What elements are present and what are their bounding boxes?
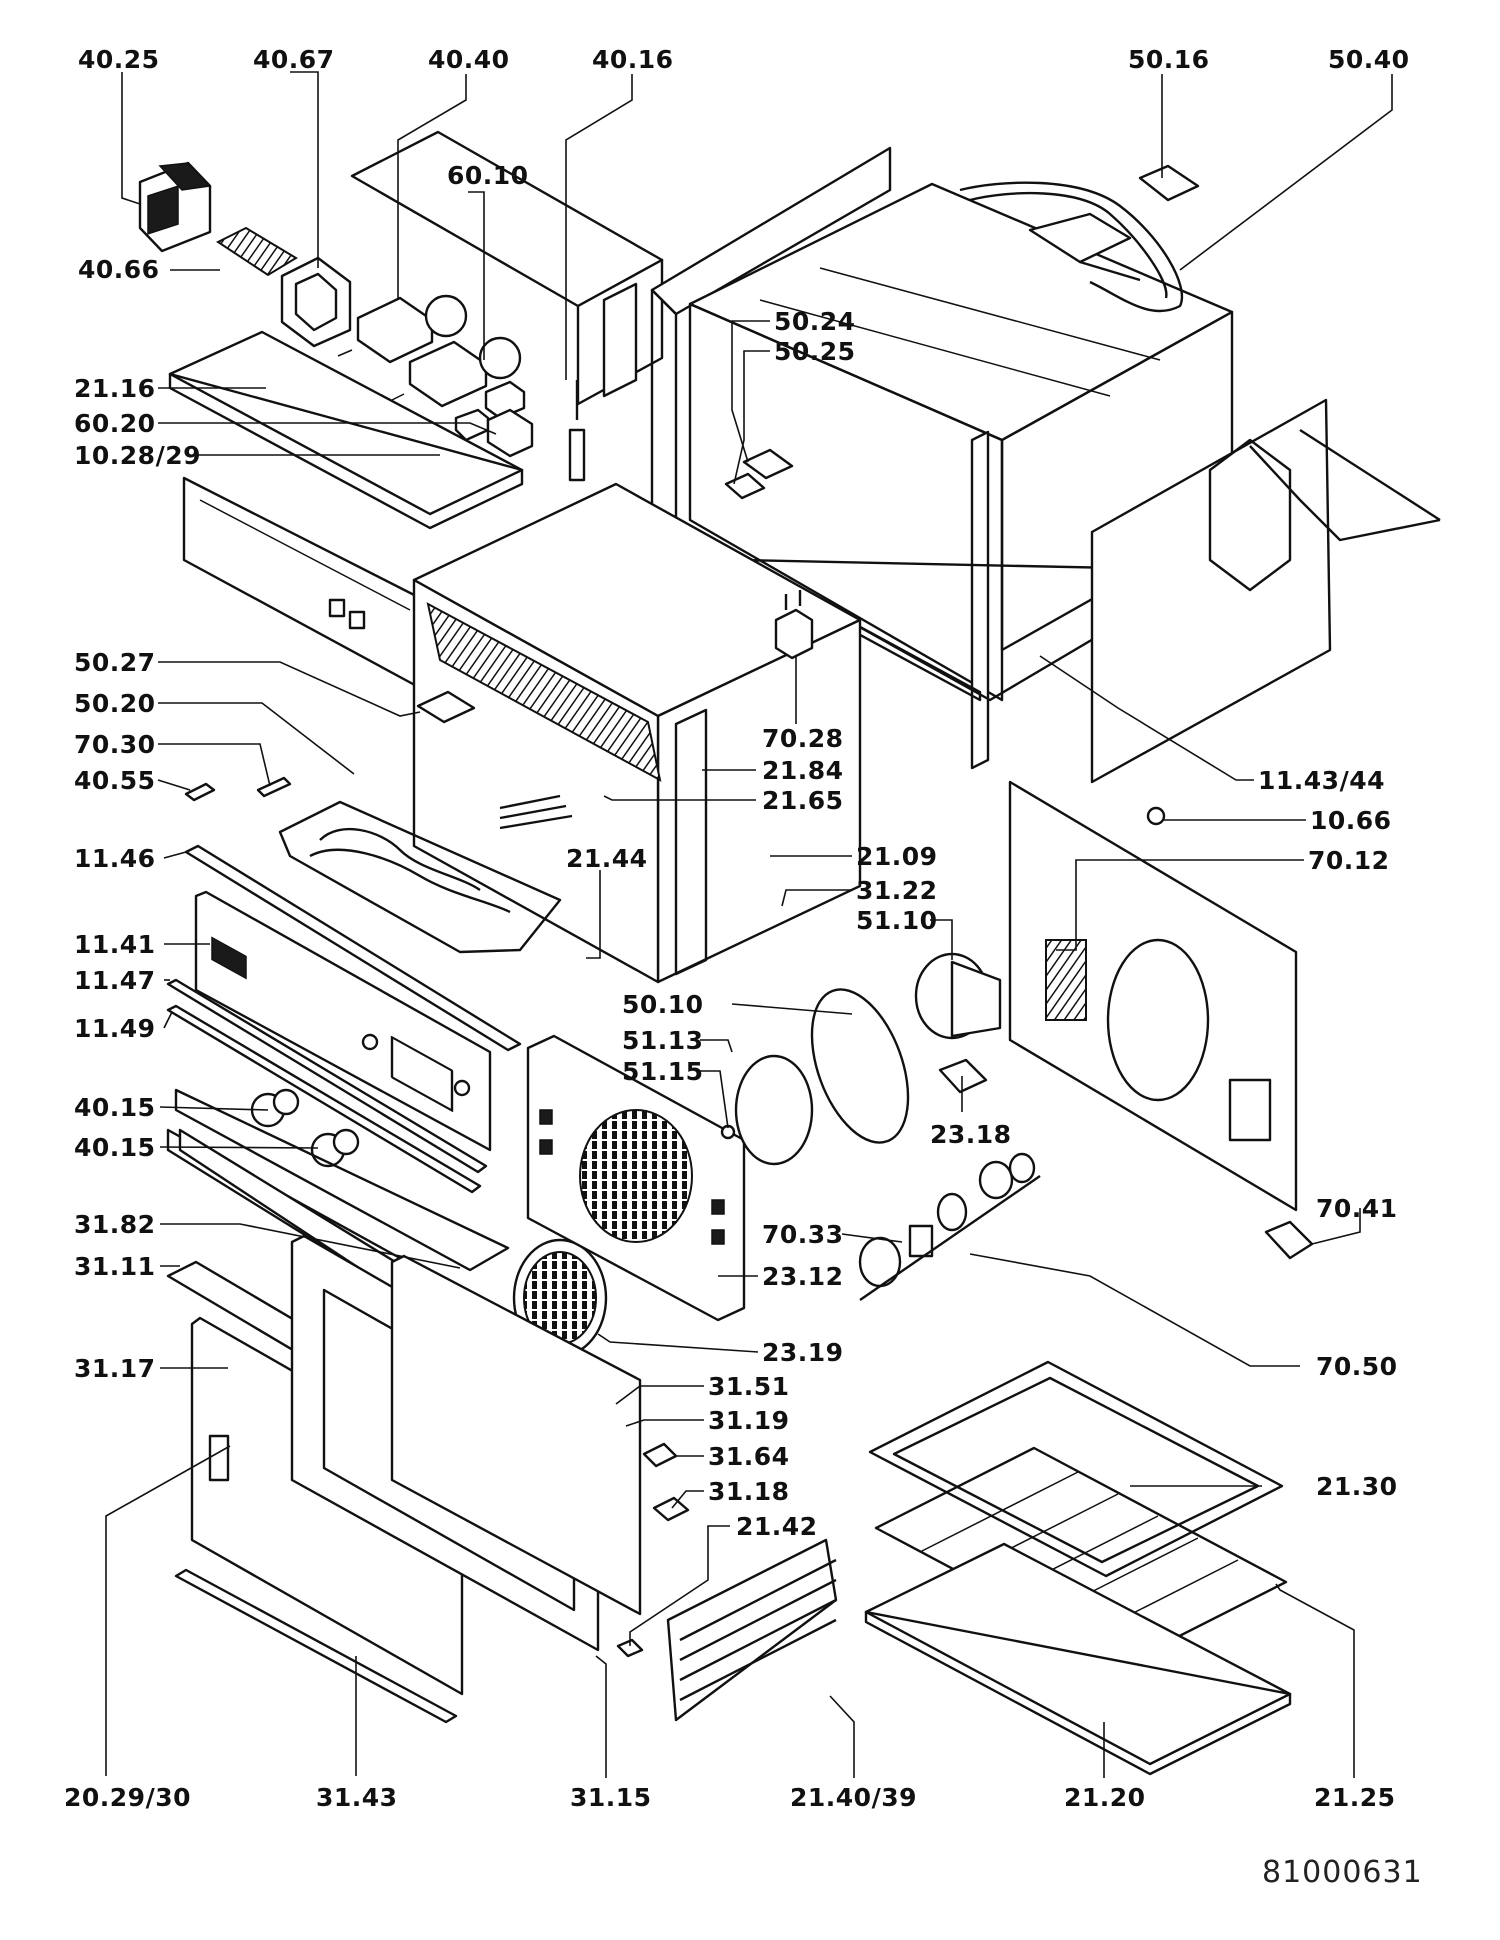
door-spacer-drawing — [642, 1442, 678, 1468]
control-module-drawing — [138, 161, 212, 253]
label-21-84: 21.84 — [762, 756, 844, 785]
element-bracket-drawing — [1138, 164, 1200, 202]
label-50-24: 50.24 — [774, 307, 856, 336]
label-21-20: 21.20 — [1064, 1783, 1146, 1812]
label-40-25: 40.25 — [78, 45, 160, 74]
right-side-panel-drawing — [1008, 780, 1298, 1212]
oven-cavity-drawing — [412, 482, 862, 984]
label-50-10: 50.10 — [622, 990, 704, 1019]
lamp-holder-drawing — [774, 590, 814, 660]
part-labels: 40.25 40.67 40.40 40.16 50.16 50.40 60.1… — [64, 45, 1423, 1890]
label-51-10: 51.10 — [856, 906, 938, 935]
label-31-64: 31.64 — [708, 1442, 790, 1471]
clip-drawing — [742, 448, 794, 480]
relay-drawing — [486, 408, 534, 458]
label-21-40-39: 21.40/39 — [790, 1783, 917, 1812]
oven-lamp-assembly-drawing — [858, 1152, 1041, 1301]
label-40-16: 40.16 — [592, 45, 674, 74]
label-21-30: 21.30 — [1316, 1472, 1398, 1501]
label-31-43: 31.43 — [316, 1783, 398, 1812]
label-21-25: 21.25 — [1314, 1783, 1396, 1812]
top-heating-element-drawing — [959, 181, 1184, 313]
label-70-12: 70.12 — [1308, 846, 1390, 875]
label-50-27: 50.27 — [74, 648, 156, 677]
label-21-16: 21.16 — [74, 374, 156, 403]
label-70-28: 70.28 — [762, 724, 844, 753]
label-70-30: 70.30 — [74, 730, 156, 759]
label-31-82: 31.82 — [74, 1210, 156, 1239]
back-wall-panel-drawing — [182, 476, 426, 692]
label-21-09: 21.09 — [856, 842, 938, 871]
label-23-12: 23.12 — [762, 1262, 844, 1291]
label-21-65: 21.65 — [762, 786, 844, 815]
mesh-filter-drawing — [216, 226, 298, 277]
rail-clip-drawing — [616, 1638, 644, 1658]
document-number: 81000631 — [1262, 1855, 1423, 1890]
screw-drawing — [184, 782, 216, 802]
label-50-25: 50.25 — [774, 337, 856, 366]
label-40-15-a: 40.15 — [74, 1093, 156, 1122]
drip-pan-drawing — [864, 1542, 1292, 1776]
label-11-47: 11.47 — [74, 966, 156, 995]
side-rack-drawing — [666, 1538, 838, 1722]
bottom-heating-element-drawing — [278, 794, 573, 954]
top-trim-strip-drawing — [184, 844, 522, 1052]
label-20-29-30: 20.29/30 — [64, 1783, 191, 1812]
label-70-41: 70.41 — [1316, 1194, 1398, 1223]
leader-lines — [105, 71, 1393, 1778]
label-21-42: 21.42 — [736, 1512, 818, 1541]
lamp-socket-drawing — [1264, 1220, 1314, 1260]
label-50-40: 50.40 — [1328, 45, 1410, 74]
label-21-44: 21.44 — [566, 844, 648, 873]
fan-blade-drawing — [734, 1054, 814, 1166]
label-40-40: 40.40 — [428, 45, 510, 74]
label-23-19: 23.19 — [762, 1338, 844, 1367]
trim-strip-drawing — [166, 978, 488, 1174]
label-31-22: 31.22 — [856, 876, 938, 905]
grommet-drawing — [1146, 806, 1166, 826]
bracket-drawing — [280, 256, 352, 348]
label-51-13: 51.13 — [622, 1026, 704, 1055]
label-31-18: 31.18 — [708, 1477, 790, 1506]
label-11-49: 11.49 — [74, 1014, 156, 1043]
trim-strip-drawing — [166, 1004, 482, 1194]
label-10-66: 10.66 — [1310, 806, 1392, 835]
label-60-10: 60.10 — [447, 161, 529, 190]
fan-cover-plate-drawing — [526, 1034, 746, 1322]
label-31-11: 31.11 — [74, 1252, 156, 1281]
switch-drawing — [416, 690, 476, 724]
clip-drawing — [724, 472, 766, 500]
label-23-18: 23.18 — [930, 1120, 1012, 1149]
label-11-43-44: 11.43/44 — [1258, 766, 1385, 795]
label-40-15-b: 40.15 — [74, 1133, 156, 1162]
label-11-41: 11.41 — [74, 930, 156, 959]
label-31-17: 31.17 — [74, 1354, 156, 1383]
label-51-15: 51.15 — [622, 1057, 704, 1086]
label-31-15: 31.15 — [570, 1783, 652, 1812]
label-31-51: 31.51 — [708, 1372, 790, 1401]
fan-motors-drawing — [337, 294, 526, 442]
side-panel-drawing — [1090, 398, 1441, 784]
label-11-46: 11.46 — [74, 844, 156, 873]
fan-motor-drawing — [914, 952, 1002, 1040]
label-70-50: 70.50 — [1316, 1352, 1398, 1381]
label-50-20: 50.20 — [74, 689, 156, 718]
label-60-20: 60.20 — [74, 409, 156, 438]
fan-ring-drawing — [810, 988, 910, 1144]
upper-housing-drawing — [350, 130, 664, 406]
label-40-67: 40.67 — [253, 45, 335, 74]
small-bracket-drawing — [938, 1058, 988, 1094]
label-70-33: 70.33 — [762, 1220, 844, 1249]
label-50-16: 50.16 — [1128, 45, 1210, 74]
pin-drawing — [256, 776, 292, 798]
label-10-28-29: 10.28/29 — [74, 441, 201, 470]
door-clip-drawing — [652, 1496, 690, 1522]
label-31-19: 31.19 — [708, 1406, 790, 1435]
label-40-66: 40.66 — [78, 255, 160, 284]
label-40-55: 40.55 — [74, 766, 156, 795]
control-panel-drawing — [194, 890, 492, 1152]
